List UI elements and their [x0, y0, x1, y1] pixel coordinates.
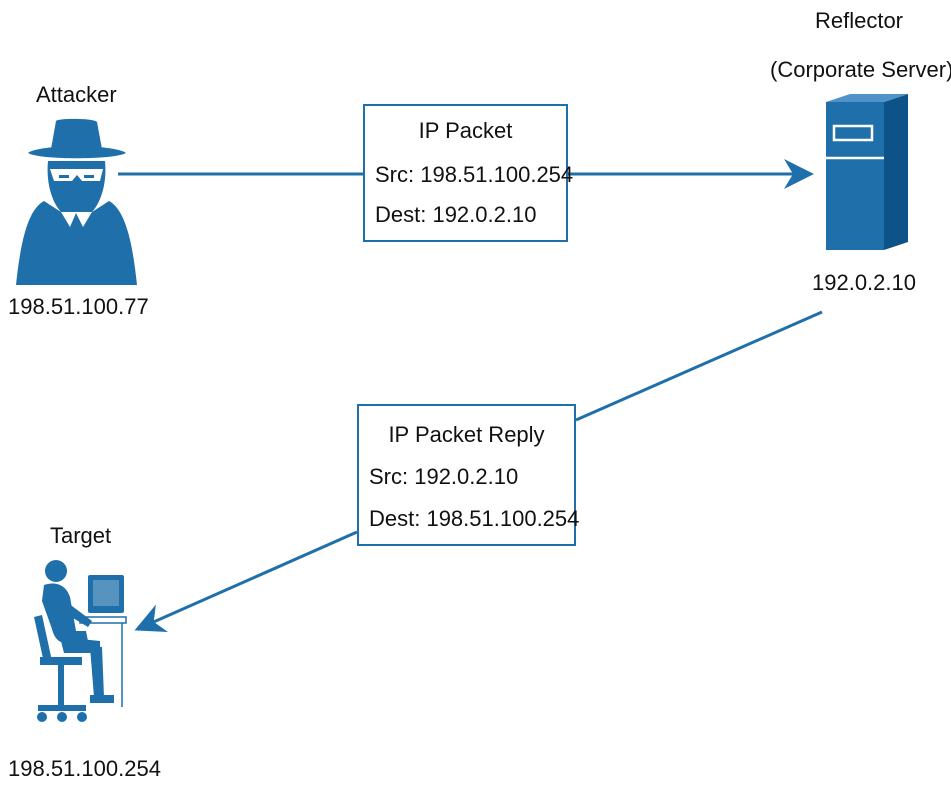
target-label: Target: [50, 523, 112, 548]
request-packet-dest: Dest: 192.0.2.10: [375, 202, 537, 227]
attacker-label: Attacker: [36, 82, 117, 107]
target-ip: 198.51.100.254: [8, 756, 161, 781]
reply-packet-src: Src: 192.0.2.10: [369, 464, 519, 489]
reflector-sublabel: (Corporate Server): [770, 57, 951, 82]
reply-arrow: [134, 530, 358, 633]
request-packet-box: IP Packet Src: 198.51.100.254 Dest: 192.…: [363, 104, 573, 242]
reflector-ip: 192.0.2.10: [812, 270, 916, 295]
request-packet-src: Src: 198.51.100.254: [375, 162, 574, 187]
spy-icon: [16, 118, 137, 285]
reflector-label: Reflector: [814, 8, 904, 33]
request-packet-title: IP Packet: [418, 118, 513, 143]
attacker-ip: 198.51.100.77: [8, 294, 149, 319]
reply-packet-title: IP Packet Reply: [388, 422, 545, 447]
user-at-computer-icon: [34, 560, 127, 722]
reply-packet-dest: Dest: 198.51.100.254: [369, 506, 580, 531]
reply-packet-box: IP Packet Reply Src: 192.0.2.10 Dest: 19…: [357, 404, 580, 546]
reply-line-upper: [575, 310, 823, 422]
server-icon: [826, 94, 908, 250]
